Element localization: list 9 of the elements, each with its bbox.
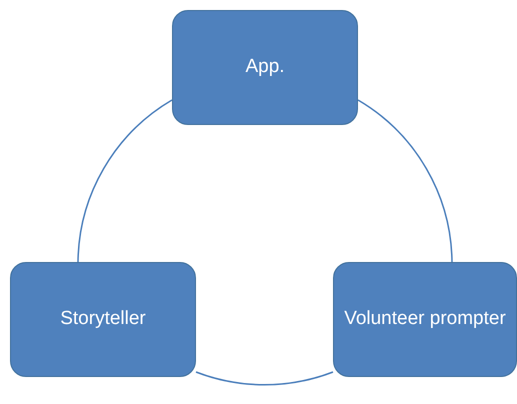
rounded-box [10,262,196,377]
box-label: Volunteer prompter [344,307,506,332]
arc-connector [77,99,172,262]
rounded-box [333,262,517,377]
box-label: Storyteller [60,307,146,332]
box-label: App. [245,55,285,80]
arc-connector [196,371,334,386]
arc-connector [358,99,453,262]
rounded-box [172,10,358,125]
